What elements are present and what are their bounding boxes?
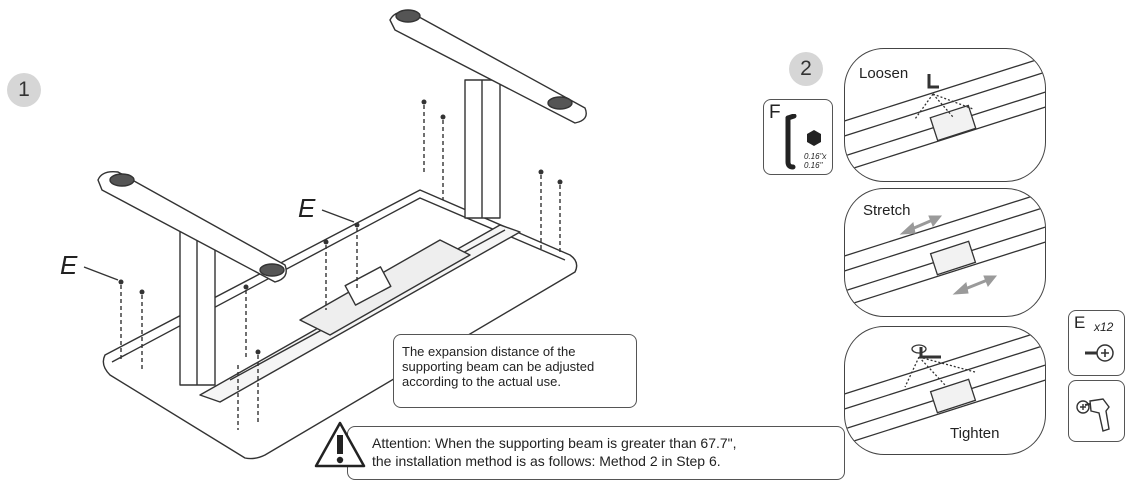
tool-f-size-line-1: 0.16"x [804, 152, 827, 161]
part-e-box: E x12 [1068, 310, 1125, 376]
screwdriver-drill-icon [1076, 398, 1110, 432]
step-2-number: 2 [800, 57, 812, 80]
attention-note: Attention: When the supporting beam is g… [347, 426, 845, 480]
detail-loosen: Loosen [844, 48, 1046, 182]
tool-f-letter: F [769, 102, 781, 123]
part-e-qty: x12 [1094, 320, 1114, 334]
tool-f-size-line-2: 0.16" [804, 161, 823, 170]
warning-icon [314, 421, 366, 468]
detail-tighten: Tighten [844, 326, 1046, 455]
loosen-label: Loosen [859, 65, 909, 82]
step-1-badge: 1 [7, 73, 41, 107]
hex-key-icon [785, 114, 821, 170]
attention-line-2: the installation method is as follows: M… [372, 453, 721, 469]
tool-f-box: F 0.16"x 0.16" [763, 99, 833, 175]
detail-stretch: Stretch [844, 188, 1046, 317]
stretch-label: Stretch [863, 202, 911, 219]
part-e-label-mid: E [298, 193, 316, 223]
tighten-drawing [845, 329, 1045, 445]
desk-frame-illustration [83, 9, 587, 460]
part-e-label-left: E [60, 250, 78, 280]
tighten-label: Tighten [950, 425, 1000, 442]
part-e-letter: E [1074, 313, 1086, 332]
screw-icon [1085, 344, 1114, 362]
drill-tool-box [1068, 380, 1125, 442]
expansion-note-text: The expansion distance of the supporting… [402, 344, 595, 389]
loosen-drawing [845, 56, 1045, 172]
expansion-note: The expansion distance of the supporting… [393, 334, 637, 408]
step-1-number: 1 [18, 78, 30, 101]
step-2-badge: 2 [789, 52, 823, 86]
stretch-drawing [845, 191, 1045, 307]
attention-line-1: Attention: When the supporting beam is g… [372, 435, 737, 451]
